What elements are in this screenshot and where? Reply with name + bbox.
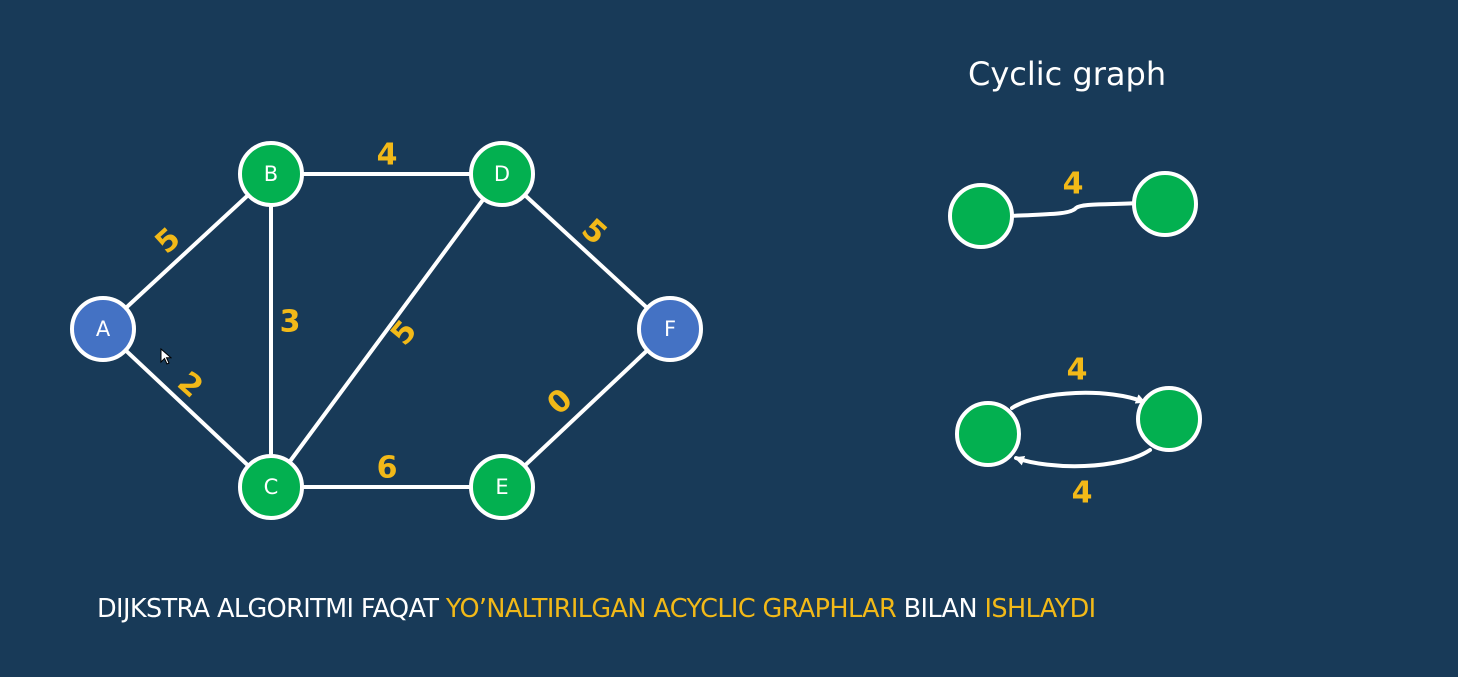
node-a-label: A bbox=[96, 317, 111, 341]
edge-a-b bbox=[101, 172, 273, 331]
directed-right-node bbox=[1136, 386, 1202, 452]
edge-a-c bbox=[101, 327, 273, 489]
edge-c-d bbox=[269, 172, 504, 489]
main-graph-edges bbox=[101, 172, 672, 489]
slide-title: Cyclic graph bbox=[968, 55, 1167, 93]
mouse-cursor-icon bbox=[160, 348, 172, 365]
directed-example: 4 4 bbox=[955, 353, 1202, 511]
main-graph-nodes: A B C D E F bbox=[70, 141, 703, 520]
node-f-circle bbox=[637, 296, 703, 362]
node-a: A bbox=[70, 296, 136, 362]
forward-arrow-edge bbox=[1010, 390, 1146, 410]
node-f: F bbox=[637, 296, 703, 362]
slide-caption: DIJKSTRA ALGORITMI FAQAT YO’NALTIRILGAN … bbox=[97, 594, 1096, 624]
backward-arrow-edge bbox=[1014, 448, 1152, 469]
undirected-edge bbox=[1008, 201, 1139, 218]
node-f-label: F bbox=[664, 317, 676, 341]
caption-part-2-highlight: YO’NALTIRILGAN ACYCLIC GRAPHLAR bbox=[445, 594, 897, 624]
node-d-circle bbox=[469, 141, 535, 207]
node-b-circle bbox=[238, 141, 304, 207]
node-e: E bbox=[469, 454, 535, 520]
caption-part-3: BILAN bbox=[896, 594, 985, 624]
edge-e-f bbox=[500, 327, 672, 489]
node-e-circle bbox=[469, 454, 535, 520]
edge-weight-e-f: 0 bbox=[541, 382, 580, 422]
edge-weight-c-e: 6 bbox=[377, 451, 398, 486]
node-d: D bbox=[469, 141, 535, 207]
caption-part-1: DIJKSTRA ALGORITMI FAQAT bbox=[97, 594, 446, 624]
edge-weight-b-d: 4 bbox=[377, 138, 398, 173]
directed-left-node bbox=[955, 401, 1021, 467]
caption-part-4-highlight: ISHLAYDI bbox=[984, 594, 1097, 624]
node-e-label: E bbox=[495, 475, 508, 499]
forward-edge-weight: 4 bbox=[1067, 353, 1088, 388]
edge-weight-b-c: 3 bbox=[280, 305, 301, 340]
node-a-circle bbox=[70, 296, 136, 362]
node-d-label: D bbox=[494, 162, 510, 186]
edge-d-f bbox=[500, 172, 672, 331]
node-b-label: B bbox=[264, 162, 278, 186]
node-b: B bbox=[238, 141, 304, 207]
edge-weight-c-d: 5 bbox=[384, 314, 424, 352]
node-c-circle bbox=[238, 454, 304, 520]
undirected-edge-weight: 4 bbox=[1063, 167, 1084, 202]
undirected-example: 4 bbox=[948, 167, 1198, 249]
backward-edge-weight: 4 bbox=[1072, 476, 1093, 511]
node-c: C bbox=[238, 454, 304, 520]
undirected-left-node bbox=[948, 183, 1014, 249]
undirected-right-node bbox=[1132, 171, 1198, 237]
node-c-label: C bbox=[264, 475, 279, 499]
